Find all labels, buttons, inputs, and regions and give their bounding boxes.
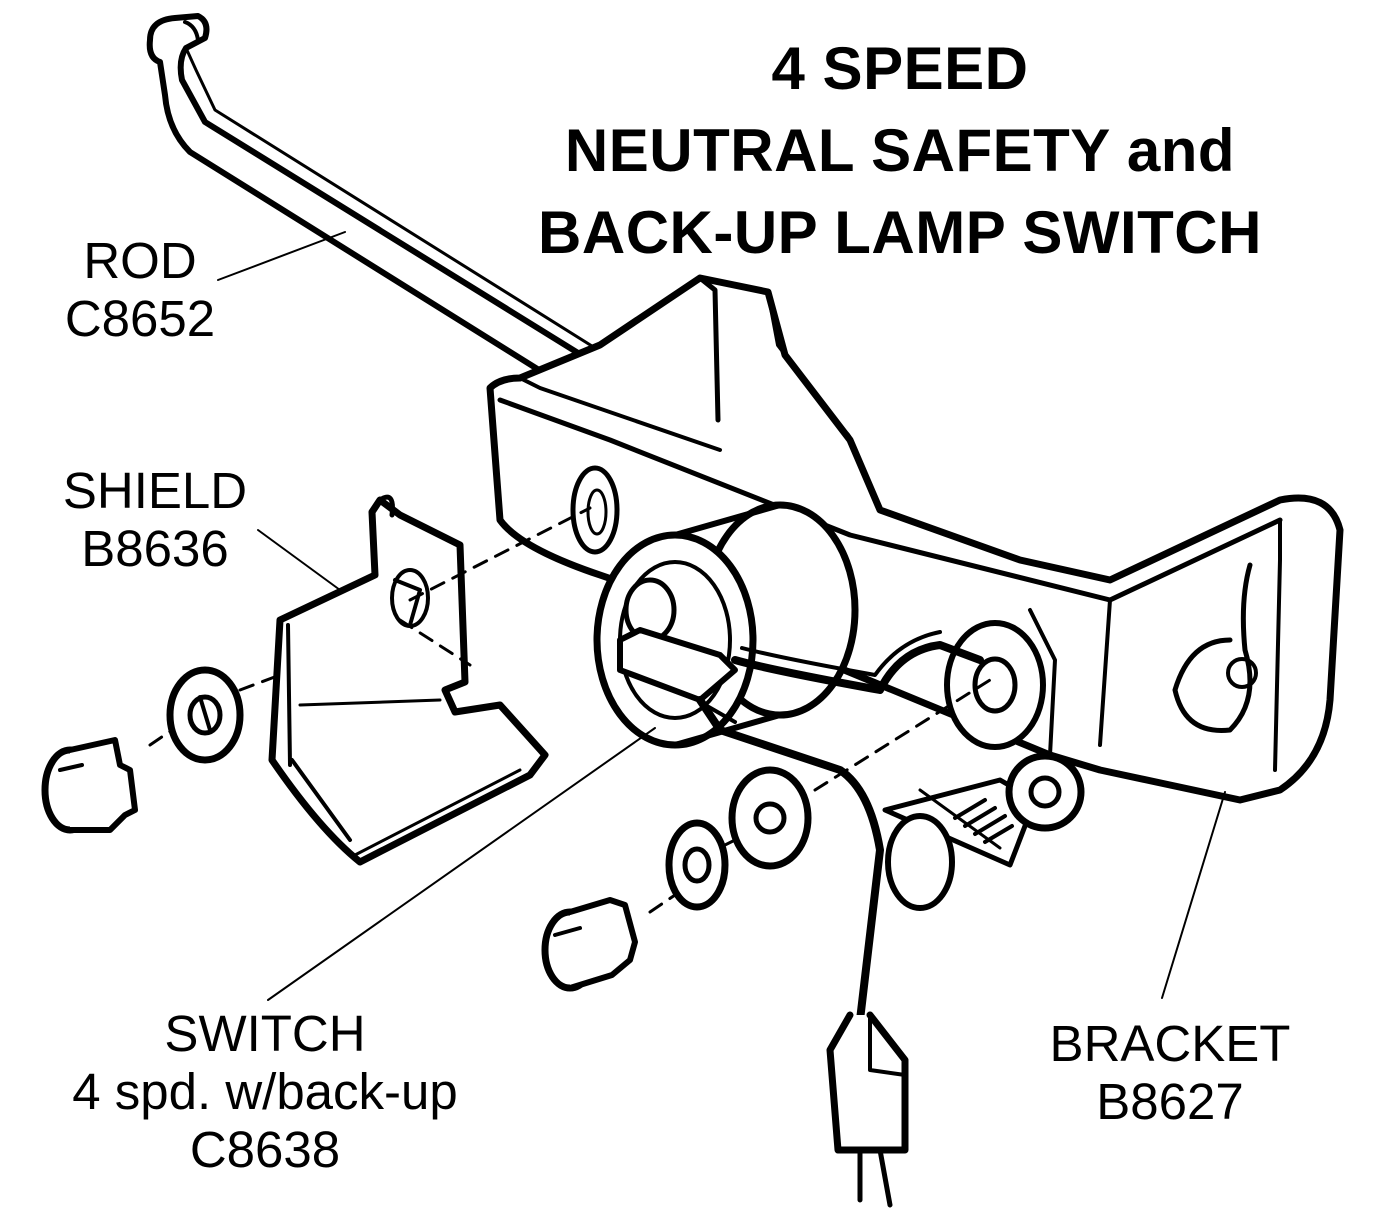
shield-callout: SHIELD B8636 [40,462,270,578]
hardware-parts [45,670,808,988]
bracket-name: BRACKET [1049,1015,1291,1072]
bracket-part-number: B8627 [1096,1073,1244,1130]
shield-part [272,497,545,862]
switch-part [597,505,980,1205]
bracket-part [490,278,1340,908]
shield-leader-line [258,530,340,590]
switch-name: SWITCH [164,1005,366,1062]
shield-part-number: B8636 [81,520,229,577]
title-line-1: 4 SPEED [771,35,1029,102]
bracket-leader-line [1162,792,1225,998]
rod-part-number: C8652 [64,290,216,347]
leader-lines [218,232,1225,1000]
title-line-2: NEUTRAL SAFETY and [564,117,1236,184]
rod-leader-line [218,232,345,280]
switch-description: 4 spd. w/back-up [72,1063,458,1120]
switch-callout: SWITCH 4 spd. w/back-up C8638 [30,1005,500,1179]
switch-leader-line [268,728,655,1000]
switch-part-number: C8638 [189,1121,341,1178]
title-line-3: BACK-UP LAMP SWITCH [538,199,1262,266]
rod-callout: ROD C8652 [40,232,240,348]
alignment-lines [150,508,990,912]
diagram-title: 4 SPEED NEUTRAL SAFETY and BACK-UP LAMP … [440,28,1360,274]
shield-name: SHIELD [62,462,248,519]
rod-name: ROD [83,232,197,289]
bracket-callout: BRACKET B8627 [1020,1015,1320,1131]
